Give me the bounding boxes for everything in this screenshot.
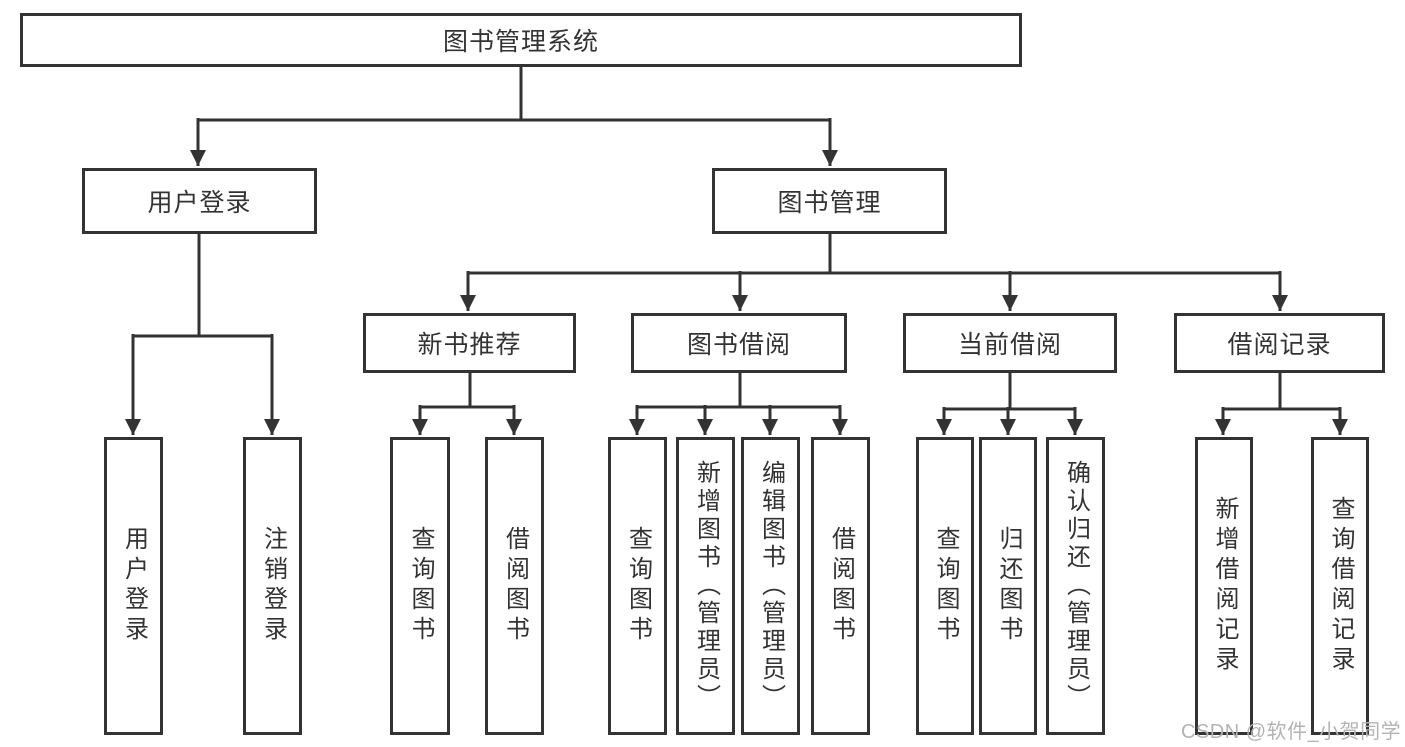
leaf-return-book: 归还图书 bbox=[979, 437, 1037, 735]
leaf-confirm-return: 确认归还（管理员） bbox=[1046, 437, 1105, 735]
leaf-add-borrow-record: 新增借阅记录 bbox=[1195, 437, 1253, 735]
node-root: 图书管理系统 bbox=[20, 13, 1022, 67]
leaf-user-login: 用户登录 bbox=[104, 437, 163, 735]
leaf-add-book: 新增图书（管理员） bbox=[676, 437, 735, 735]
leaf-borrow-book-1-label: 借阅图书 bbox=[501, 526, 529, 646]
node-borrow-record-label: 借阅记录 bbox=[1227, 331, 1332, 359]
leaf-query-borrow-record: 查询借阅记录 bbox=[1311, 437, 1369, 735]
leaf-query-book-3-label: 查询图书 bbox=[932, 526, 959, 646]
node-new-book-rec-label: 新书推荐 bbox=[417, 331, 522, 359]
leaf-query-book-2-label: 查询图书 bbox=[624, 526, 652, 646]
node-user-login-label: 用户登录 bbox=[147, 189, 252, 217]
leaf-add-borrow-record-label: 新增借阅记录 bbox=[1211, 496, 1238, 676]
leaf-logout-label: 注销登录 bbox=[259, 526, 287, 646]
leaf-borrow-book-2: 借阅图书 bbox=[811, 437, 870, 735]
leaf-borrow-book-1: 借阅图书 bbox=[485, 437, 544, 735]
leaf-query-book-2: 查询图书 bbox=[608, 437, 667, 735]
node-new-book-rec: 新书推荐 bbox=[363, 313, 576, 373]
node-book-mgmt: 图书管理 bbox=[712, 168, 947, 234]
node-user-login: 用户登录 bbox=[82, 168, 317, 234]
leaf-query-book-1: 查询图书 bbox=[390, 437, 450, 735]
leaf-query-book-3: 查询图书 bbox=[916, 437, 974, 735]
leaf-logout: 注销登录 bbox=[243, 437, 302, 735]
node-book-borrow-label: 图书借阅 bbox=[686, 331, 791, 359]
node-current-borrow-label: 当前借阅 bbox=[957, 331, 1062, 359]
node-root-label: 图书管理系统 bbox=[442, 28, 599, 56]
leaf-edit-book-label: 编辑图书（管理员） bbox=[757, 460, 785, 712]
leaf-borrow-book-2-label: 借阅图书 bbox=[827, 526, 855, 646]
node-book-borrow: 图书借阅 bbox=[631, 313, 847, 373]
node-current-borrow: 当前借阅 bbox=[903, 313, 1117, 373]
leaf-add-book-label: 新增图书（管理员） bbox=[692, 460, 720, 712]
watermark-text: CSDN @软件_小贺同学 bbox=[1181, 721, 1402, 743]
node-borrow-record: 借阅记录 bbox=[1174, 313, 1385, 373]
leaf-query-book-1-label: 查询图书 bbox=[407, 526, 434, 646]
leaf-query-borrow-record-label: 查询借阅记录 bbox=[1327, 496, 1354, 676]
leaf-edit-book: 编辑图书（管理员） bbox=[741, 437, 800, 735]
node-book-mgmt-label: 图书管理 bbox=[777, 189, 882, 217]
leaf-user-login-label: 用户登录 bbox=[120, 526, 148, 646]
leaf-confirm-return-label: 确认归还（管理员） bbox=[1062, 460, 1090, 712]
leaf-return-book-label: 归还图书 bbox=[995, 526, 1022, 646]
